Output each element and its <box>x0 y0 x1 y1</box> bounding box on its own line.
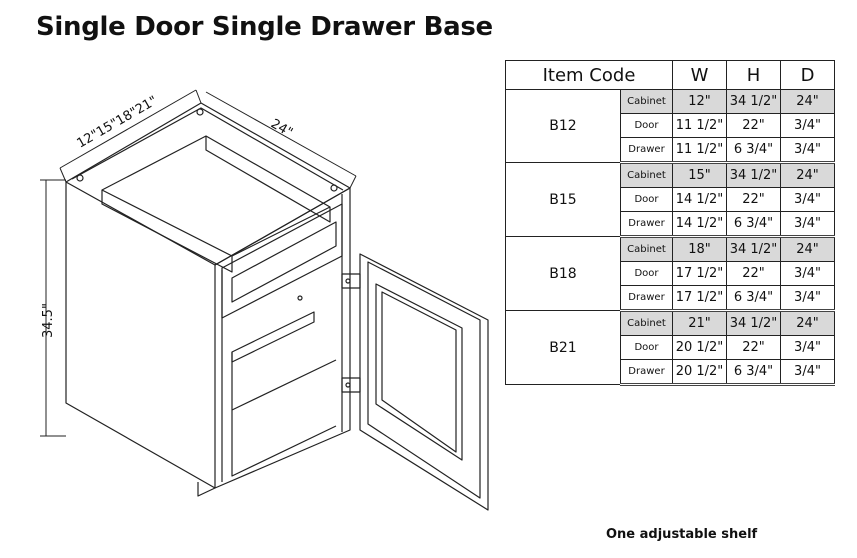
width-value: 17 1/2" <box>672 285 727 312</box>
depth-value: 24" <box>780 236 835 262</box>
height-value: 34 1/2" <box>726 236 781 262</box>
part-name: Cabinet <box>620 236 673 262</box>
table-row: B12 Cabinet 12" 34 1/2" 24" <box>505 89 835 163</box>
depth-value: 24" <box>780 310 835 336</box>
width-value: 12" <box>672 89 727 114</box>
header-d: D <box>780 60 835 90</box>
depth-value: 3/4" <box>780 359 835 386</box>
part-name: Drawer <box>620 211 673 238</box>
drawer-front <box>221 203 343 319</box>
part-name: Door <box>620 113 673 138</box>
height-value: 22" <box>726 187 781 212</box>
height-value: 6 3/4" <box>726 211 781 238</box>
part-name: Door <box>620 261 673 286</box>
part-name: Drawer <box>620 359 673 386</box>
height-value: 34 1/2" <box>726 89 781 114</box>
depth-dimension-label: 24" <box>268 116 295 140</box>
width-value: 14 1/2" <box>672 187 727 212</box>
item-code: B15 <box>505 162 621 237</box>
depth-value: 3/4" <box>780 261 835 286</box>
width-dimension-label: 12"15"18"21" <box>75 93 161 151</box>
cabinet-interior <box>101 135 331 257</box>
header-item-code: Item Code <box>505 60 673 90</box>
table-row: Drawer 14 1/2" 6 3/4" 3/4" <box>506 211 835 238</box>
height-value: 22" <box>726 113 781 138</box>
depth-value: 3/4" <box>780 113 835 138</box>
item-code: B18 <box>505 236 621 311</box>
header-h: H <box>726 60 781 90</box>
width-value: 15" <box>672 162 727 188</box>
height-dimension-label: 34.5" <box>41 303 56 338</box>
header-w: W <box>672 60 727 90</box>
part-name: Drawer <box>620 137 673 164</box>
table-row: B15 Cabinet 15" 34 1/2" 24" <box>505 162 835 237</box>
part-name: Door <box>620 335 673 360</box>
part-name: Cabinet <box>620 162 673 188</box>
table-row: Door 17 1/2" 22" 3/4" <box>506 261 835 286</box>
table-row: Drawer 20 1/2" 6 3/4" 3/4" <box>506 359 835 386</box>
width-value: 11 1/2" <box>672 113 727 138</box>
width-value: 18" <box>672 236 727 262</box>
depth-value: 24" <box>780 162 835 188</box>
face-frame <box>214 187 351 489</box>
height-value: 6 3/4" <box>726 359 781 386</box>
shelf-note: One adjustable shelf <box>606 527 758 542</box>
page-title: Single Door Single Drawer Base <box>36 12 493 42</box>
cabinet-drawing: 34.5" 12"15"18"21" 24" <box>40 89 489 511</box>
height-value: 6 3/4" <box>726 285 781 312</box>
table-row: Drawer 17 1/2" 6 3/4" 3/4" <box>506 285 835 312</box>
width-value: 20 1/2" <box>672 359 727 386</box>
depth-value: 3/4" <box>780 187 835 212</box>
lower-hinge <box>341 377 361 393</box>
width-value: 21" <box>672 310 727 336</box>
table-row: Drawer 11 1/2" 6 3/4" 3/4" <box>506 137 835 164</box>
table-row: Door 14 1/2" 22" 3/4" <box>506 187 835 212</box>
depth-value: 24" <box>780 89 835 114</box>
spec-table: Item Code W H D B12 Cabinet 12" 34 1/2" … <box>505 60 835 386</box>
table-row: B18 Cabinet 18" 34 1/2" 24" <box>505 236 835 311</box>
table-row: Door 20 1/2" 22" 3/4" <box>506 335 835 360</box>
height-value: 6 3/4" <box>726 137 781 164</box>
height-value: 22" <box>726 261 781 286</box>
table-header: Item Code W H D <box>505 60 835 90</box>
width-value: 14 1/2" <box>672 211 727 238</box>
width-value: 17 1/2" <box>672 261 727 286</box>
depth-value: 3/4" <box>780 137 835 164</box>
part-name: Door <box>620 187 673 212</box>
cabinet-side-panel <box>65 181 216 489</box>
height-value: 34 1/2" <box>726 162 781 188</box>
adjustable-shelf <box>231 311 315 363</box>
item-code: B12 <box>505 89 621 163</box>
part-name: Cabinet <box>620 310 673 336</box>
depth-value: 3/4" <box>780 335 835 360</box>
upper-hinge <box>341 273 361 289</box>
depth-value: 3/4" <box>780 211 835 238</box>
width-value: 11 1/2" <box>672 137 727 164</box>
part-name: Drawer <box>620 285 673 312</box>
depth-value: 3/4" <box>780 285 835 312</box>
height-value: 22" <box>726 335 781 360</box>
part-name: Cabinet <box>620 89 673 114</box>
item-code: B21 <box>505 310 621 385</box>
cabinet-door <box>359 253 489 511</box>
table-row: B21 Cabinet 21" 34 1/2" 24" <box>505 310 835 385</box>
height-value: 34 1/2" <box>726 310 781 336</box>
width-value: 20 1/2" <box>672 335 727 360</box>
